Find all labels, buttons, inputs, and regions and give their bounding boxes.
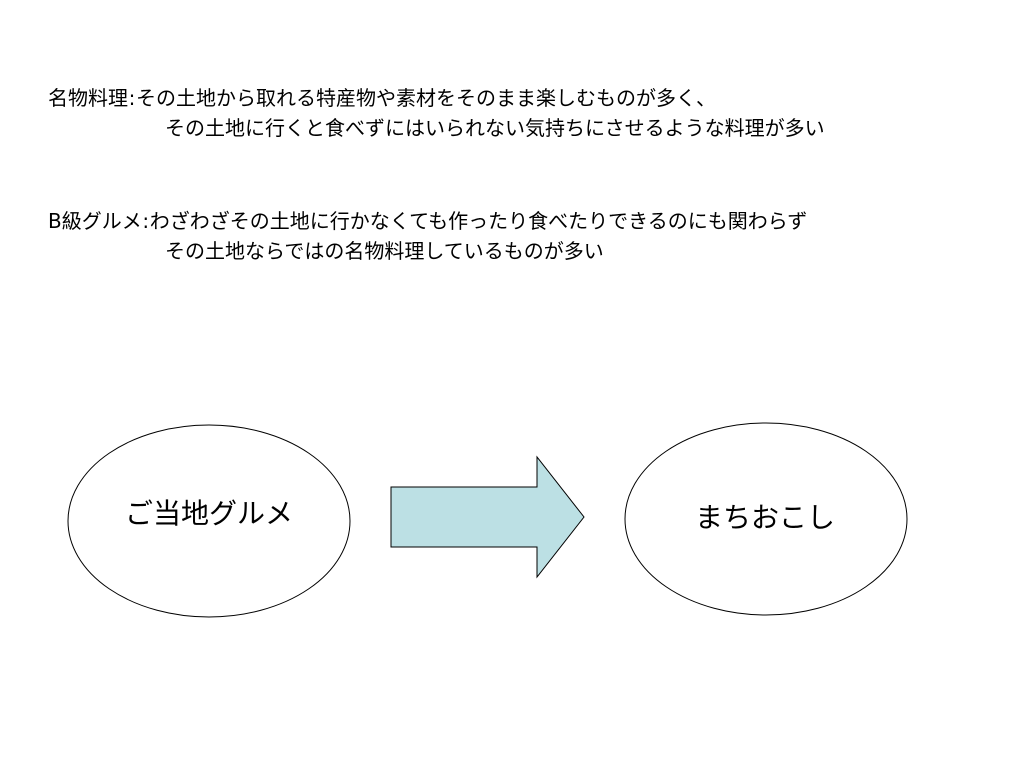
definition-text-line1: わざわざその土地に行かなくても作ったり食べたりできるのにも関わらず	[149, 209, 808, 233]
left-node-label: ご当地グルメ	[124, 497, 293, 530]
definition-text-line2: その土地ならではの名物料理しているものが多い	[165, 239, 604, 263]
definition-term: B級グルメ	[48, 209, 142, 233]
definition-text-line2: その土地に行くと食べずにはいられない気持ちにさせるような料理が多い	[165, 116, 825, 140]
definition-text-line1: その土地から取れる特産物や素材をそのまま楽しむものが多く、	[136, 86, 716, 110]
definition-term: 名物料理	[48, 86, 128, 110]
right-arrow-shape	[390, 455, 585, 579]
right-node-ellipse	[624, 422, 908, 616]
right-node-label: まちおこし	[694, 501, 835, 534]
definition-b-kyu-gurume: B級グルメ:わざわざその土地に行かなくても作ったり食べたりできるのにも関わらず …	[48, 206, 807, 266]
definition-colon: :	[128, 86, 136, 110]
definition-colon: :	[142, 209, 150, 233]
left-node-ellipse	[67, 424, 351, 618]
definition-meibutsu-ryori: 名物料理:その土地から取れる特産物や素材をそのまま楽しむものが多く、 その土地に…	[48, 83, 825, 143]
